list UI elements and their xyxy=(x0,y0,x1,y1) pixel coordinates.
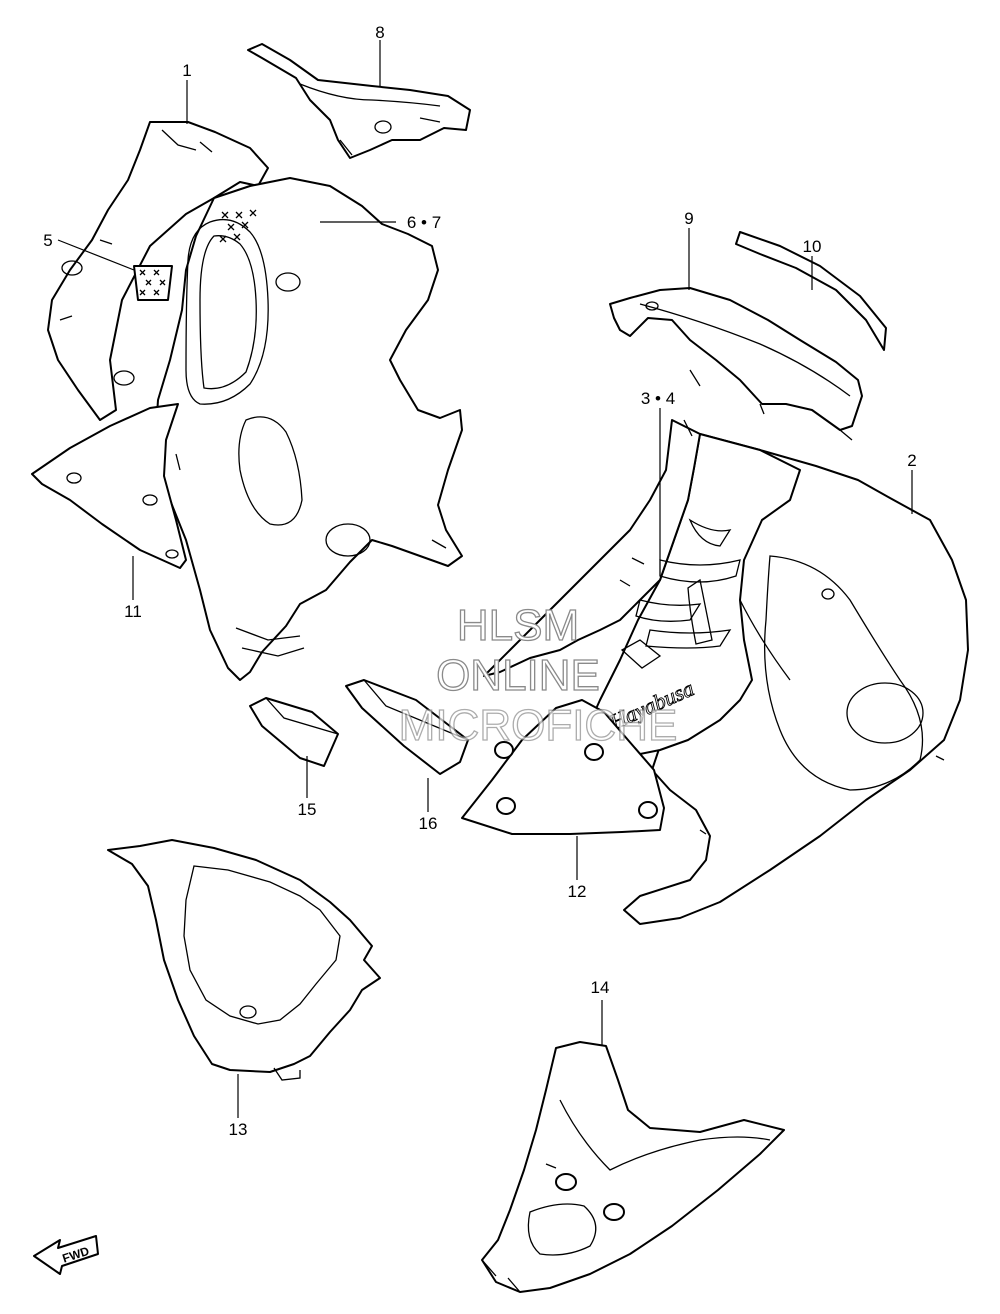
callout-10: 10 xyxy=(803,237,822,256)
callout-9: 9 xyxy=(684,209,693,228)
part-3-4-side-panel[interactable]: Hayabusa xyxy=(483,419,801,757)
callout-8: 8 xyxy=(375,23,384,42)
leader-lines xyxy=(57,40,913,1118)
vent-mark-pattern-6-7 xyxy=(219,209,257,243)
watermark-line-2: ONLINE xyxy=(436,651,600,700)
part-6-7-inner-cover[interactable] xyxy=(155,177,463,681)
callout-labels: 1 8 6 • 7 5 9 10 3 • 4 2 11 12 15 16 13 … xyxy=(43,23,916,1139)
part-5-mesh-patch[interactable] xyxy=(133,265,173,301)
forward-direction-marker: FWD xyxy=(33,1235,99,1275)
part-9-upper-cover[interactable] xyxy=(609,287,863,441)
part-15-pad[interactable] xyxy=(249,697,339,767)
callout-16: 16 xyxy=(419,814,438,833)
callout-14: 14 xyxy=(591,978,610,997)
part-10-trim-strip[interactable] xyxy=(735,231,887,351)
part-14-belly-pan[interactable] xyxy=(481,1041,785,1293)
part-16-pad[interactable] xyxy=(345,679,469,775)
callout-12: 12 xyxy=(568,882,587,901)
part-8-bracket[interactable] xyxy=(247,43,471,159)
part-11-side-cover[interactable] xyxy=(31,403,187,569)
callout-1: 1 xyxy=(182,61,191,80)
callout-6-7: 6 • 7 xyxy=(407,213,441,232)
callout-2: 2 xyxy=(907,451,916,470)
part-1-inner-panel[interactable] xyxy=(47,121,269,421)
callout-3-4: 3 • 4 xyxy=(641,389,675,408)
callout-15: 15 xyxy=(298,800,317,819)
callout-13: 13 xyxy=(229,1120,248,1139)
hayabusa-kanji-decal xyxy=(620,518,741,669)
callout-5: 5 xyxy=(43,231,52,250)
watermark-line-1: HLSM xyxy=(457,601,579,650)
part-13-lower-cowl[interactable] xyxy=(107,839,381,1081)
part-12-lower-trim[interactable] xyxy=(461,699,665,835)
watermark-line-3: MICROFICHE xyxy=(399,701,678,750)
watermark: HLSM ONLINE MICROFICHE xyxy=(398,600,678,750)
callout-11: 11 xyxy=(124,602,142,621)
